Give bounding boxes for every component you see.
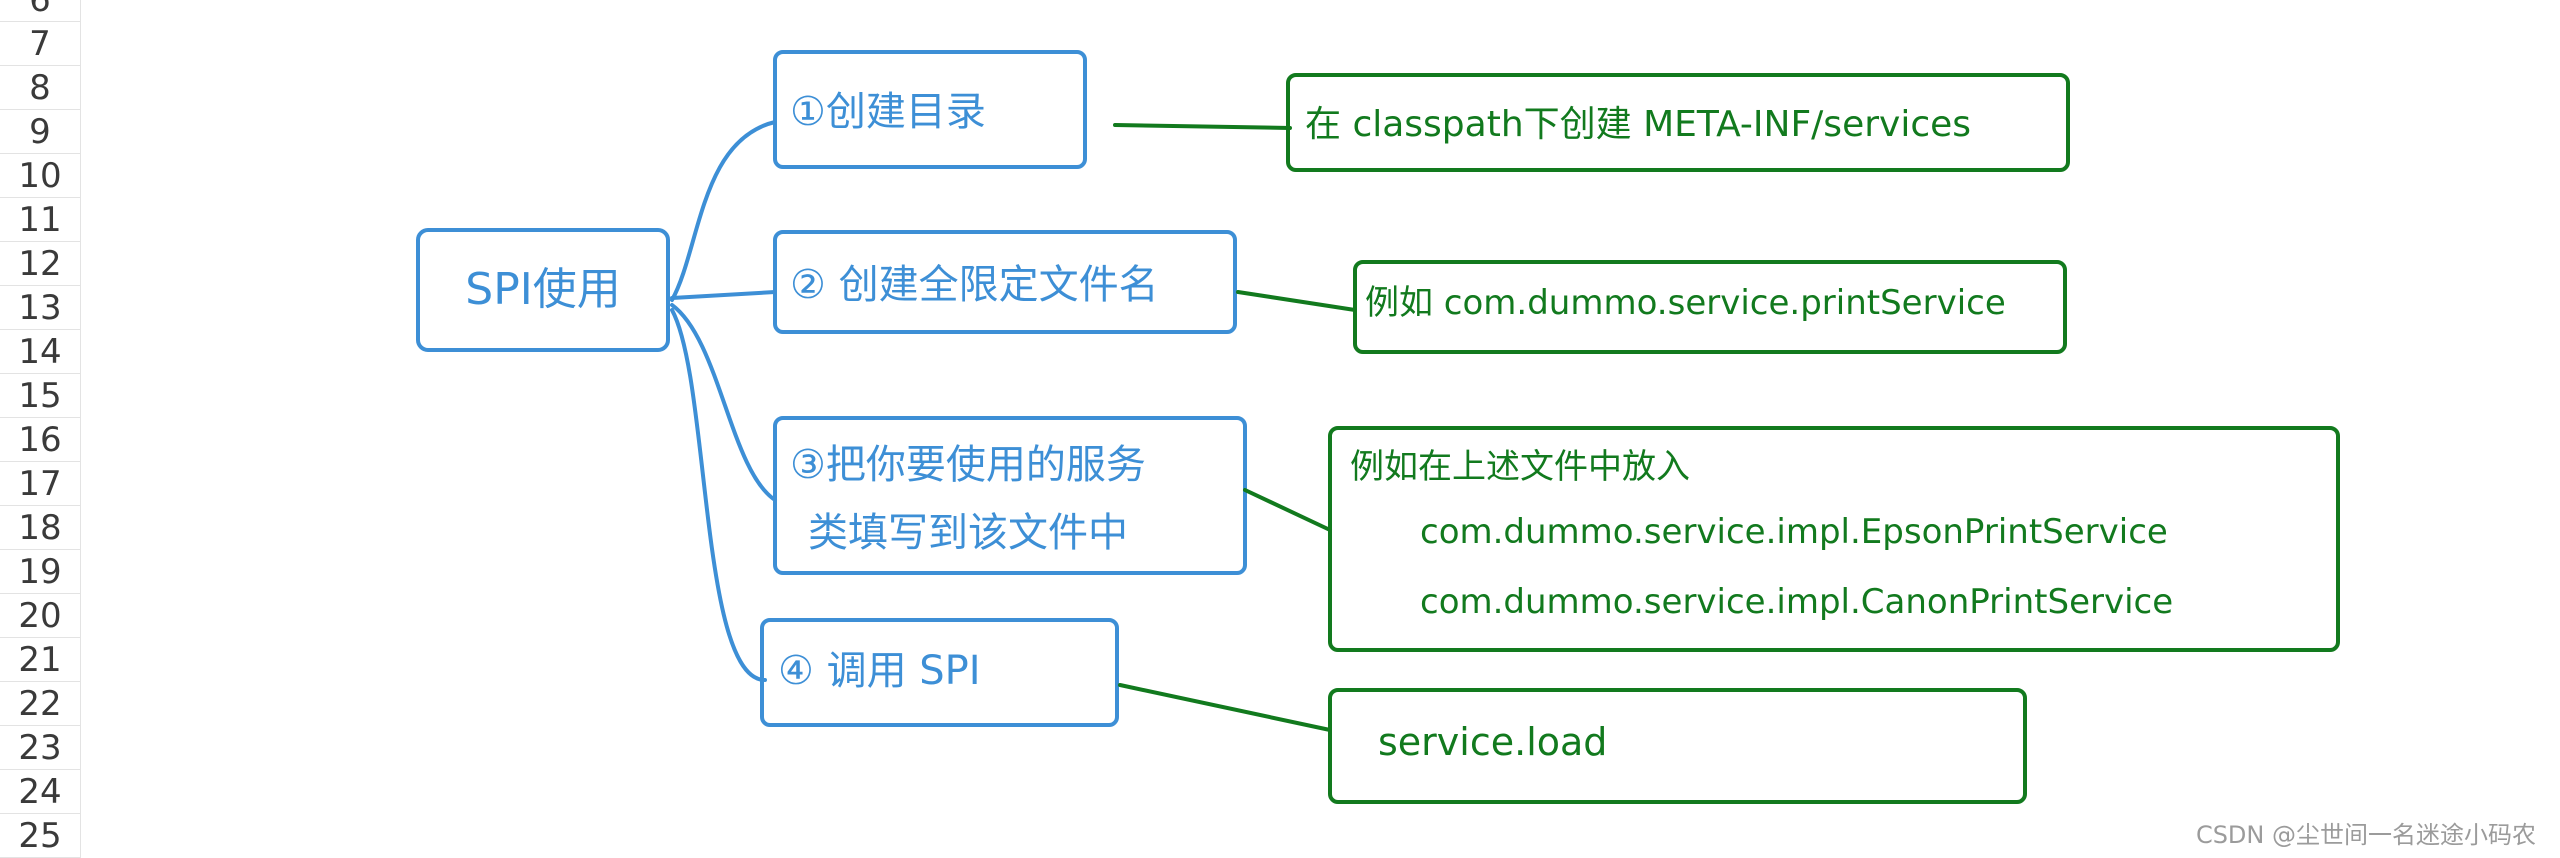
connector-root-step2 [670, 290, 777, 300]
connector-step2-note [1236, 290, 1357, 312]
watermark: CSDN @尘世间一名迷途小码农 [2195, 821, 2536, 849]
row-number[interactable]: 7 [0, 22, 80, 66]
note1-text: 在 classpath下创建 META-INF/services [1305, 104, 1971, 145]
connector-root-step4 [670, 308, 767, 682]
row-number[interactable]: 22 [0, 682, 80, 726]
connector-root-step1 [670, 120, 777, 302]
row-number[interactable]: 25 [0, 814, 80, 858]
step4-box [760, 618, 1119, 727]
row-number[interactable]: 23 [0, 726, 80, 770]
row-number[interactable]: 21 [0, 638, 80, 682]
root-node-box [416, 228, 670, 352]
step3-label-line2: 类填写到该文件中 [808, 510, 1128, 556]
row-number[interactable]: 8 [0, 66, 80, 110]
row-number[interactable]: 9 [0, 110, 80, 154]
note3-line2: com.dummo.service.impl.EpsonPrintService [1420, 512, 2168, 552]
step4-label: ④ 调用 SPI [778, 648, 981, 694]
row-number[interactable]: 18 [0, 506, 80, 550]
row-number[interactable]: 19 [0, 550, 80, 594]
step2-label: ② 创建全限定文件名 [790, 262, 1159, 308]
step1-label: ①创建目录 [790, 89, 986, 135]
connector-root-step3 [670, 303, 777, 502]
root-node-label: SPI使用 [465, 264, 620, 315]
note3-line3: com.dummo.service.impl.CanonPrintService [1420, 582, 2173, 622]
step3-label-line1: ③把你要使用的服务 [790, 442, 1146, 488]
note2-box [1353, 260, 2067, 354]
row-number[interactable]: 12 [0, 242, 80, 286]
note3-box [1328, 426, 2340, 652]
step1-box [773, 50, 1087, 169]
connector-step3-note [1243, 488, 1332, 532]
row-number[interactable]: 6 [0, 0, 80, 22]
row-number[interactable]: 10 [0, 154, 80, 198]
note3-line1: 例如在上述文件中放入 [1350, 447, 1690, 487]
row-number-gutter [0, 0, 81, 858]
row-number[interactable]: 20 [0, 594, 80, 638]
step3-box [773, 416, 1247, 575]
row-number[interactable]: 11 [0, 198, 80, 242]
row-number[interactable]: 17 [0, 462, 80, 506]
note4-text: service.load [1378, 720, 1607, 764]
row-number[interactable]: 14 [0, 330, 80, 374]
row-number[interactable]: 15 [0, 374, 80, 418]
row-number[interactable]: 16 [0, 418, 80, 462]
note4-box [1328, 688, 2027, 804]
row-number[interactable]: 24 [0, 770, 80, 814]
connector-step1-note [1113, 123, 1292, 130]
note2-text: 例如 com.dummo.service.printService [1365, 283, 2006, 323]
note1-box [1286, 73, 2070, 172]
row-number[interactable]: 13 [0, 286, 80, 330]
step2-box [773, 230, 1237, 334]
connector-step4-note [1118, 683, 1332, 732]
